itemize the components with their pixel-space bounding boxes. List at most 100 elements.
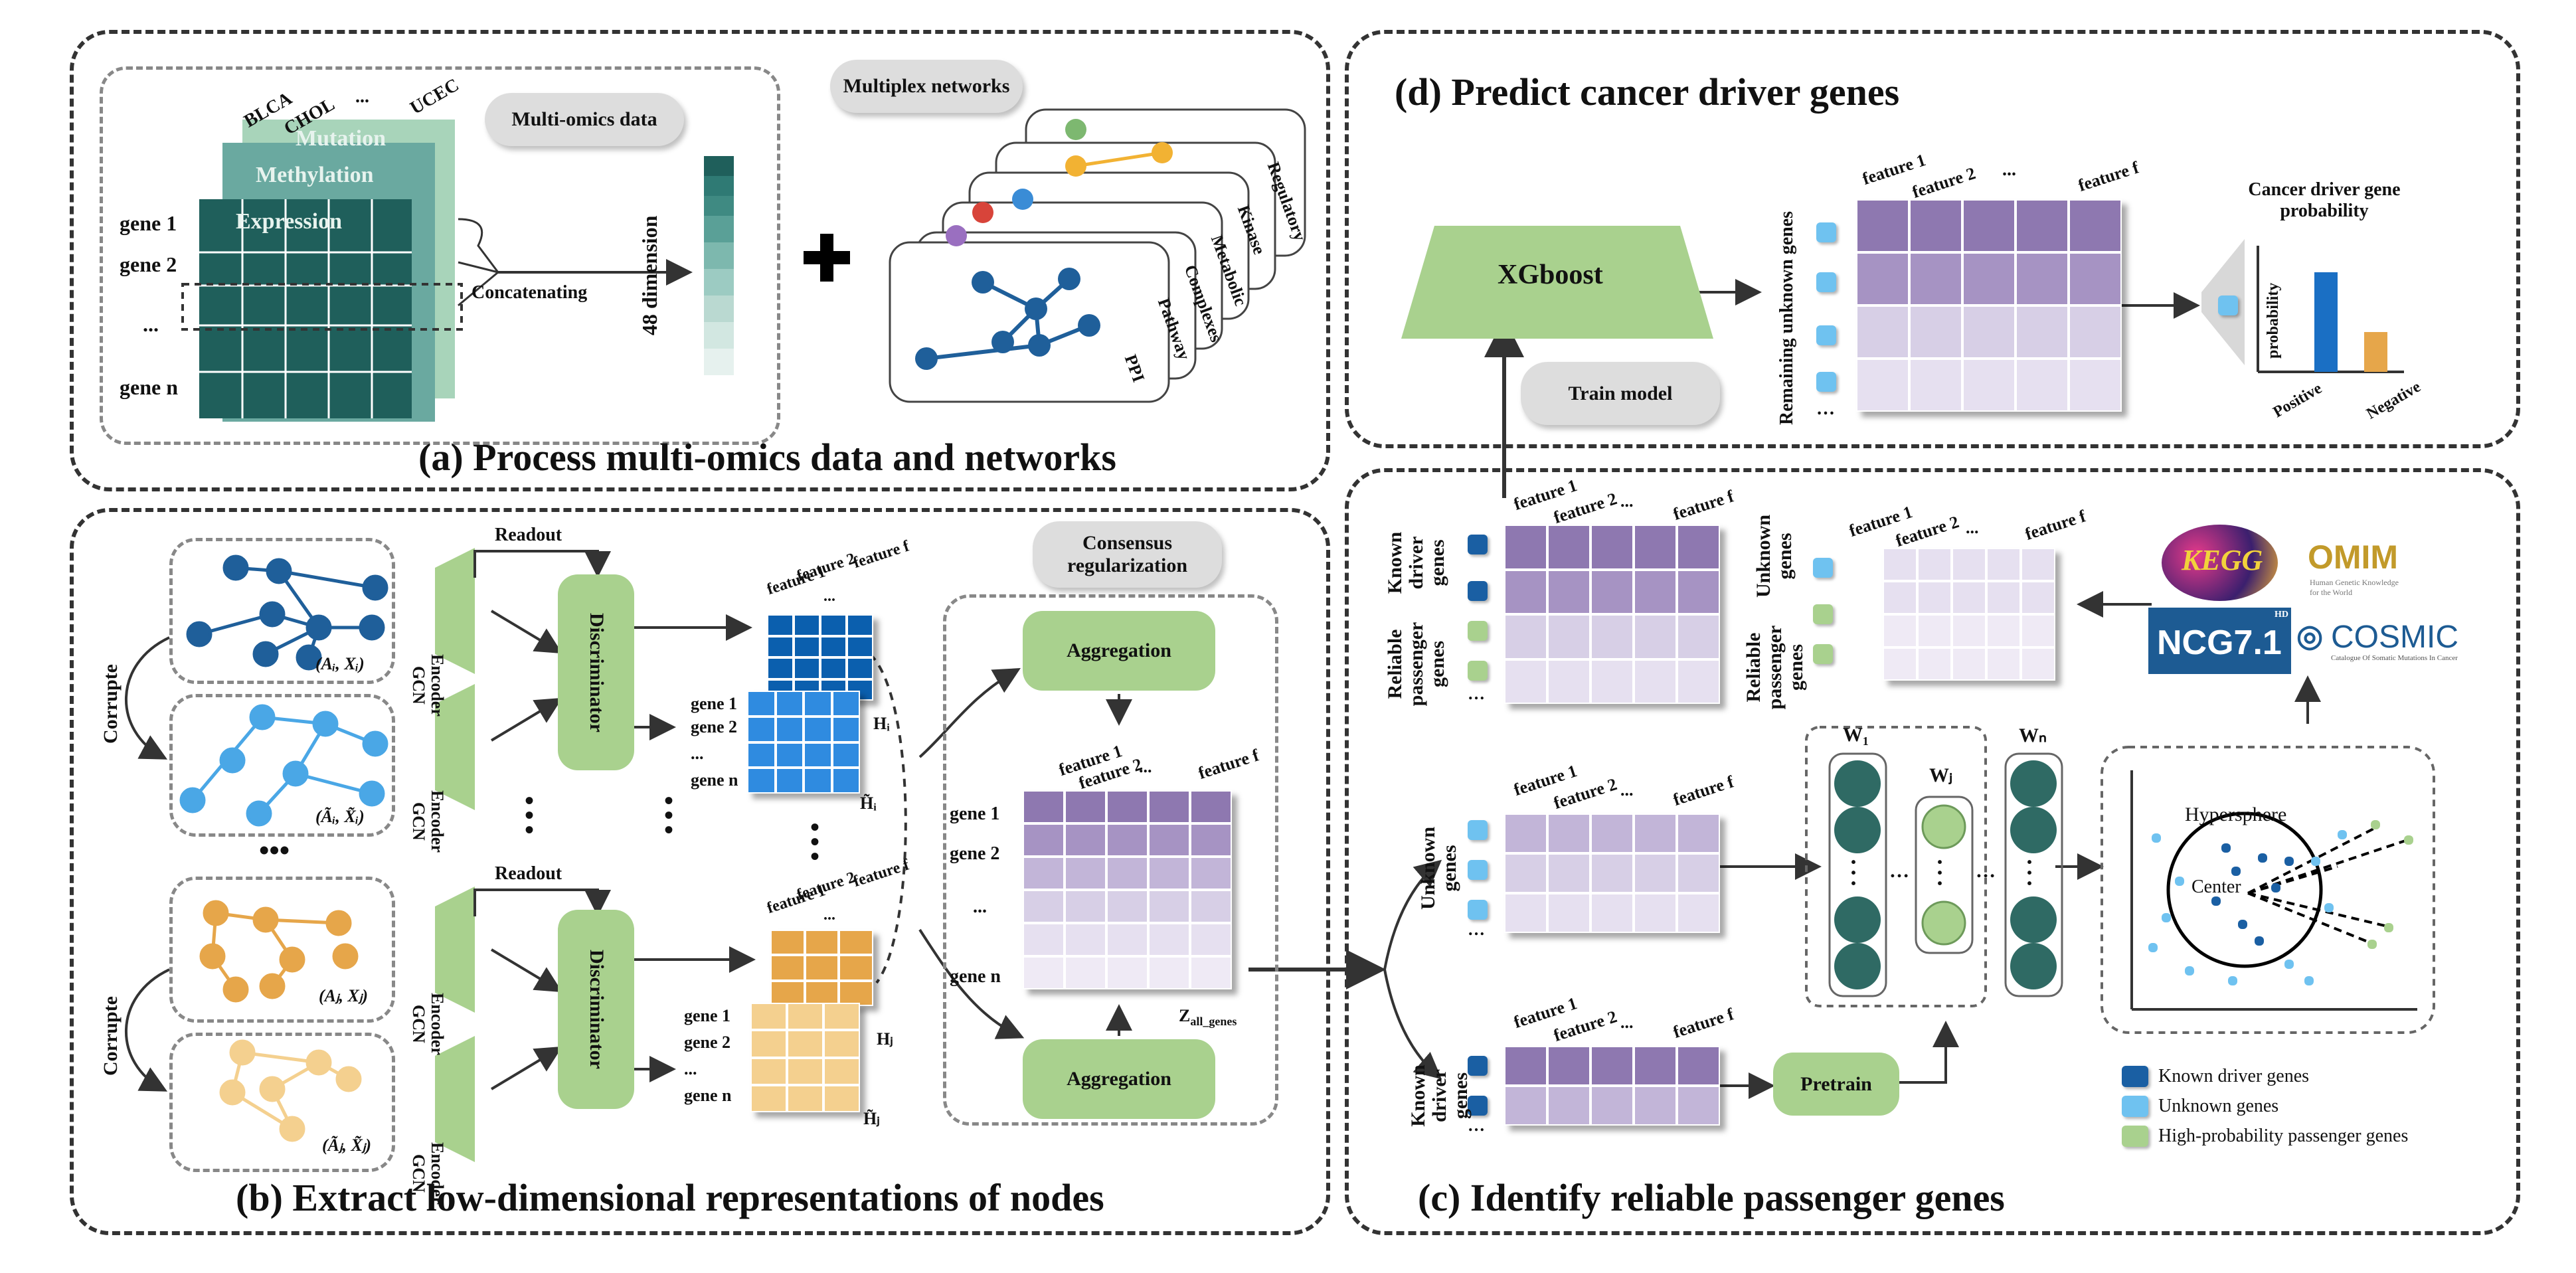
d-unknown-gene-1 — [1816, 222, 1836, 242]
hypersphere-label: Hypersphere — [2185, 804, 2287, 825]
hi-gene-1: gene 1 — [691, 694, 738, 713]
known-driver-genes-label-2: Known driver genes — [1407, 1064, 1472, 1127]
known-driver-genes-label-1: Known driver genes — [1384, 531, 1448, 594]
xgboost-shape — [1401, 226, 1713, 339]
hi-gene-n: gene n — [691, 770, 738, 790]
kegg-logo — [2162, 525, 2278, 601]
legend-known-label: Known driver genes — [2158, 1066, 2310, 1086]
c-known-1 — [1468, 1056, 1488, 1076]
omim-text: OMIM — [2308, 539, 2399, 576]
unknown-genes-label-mid: Unknown genes — [1417, 826, 1460, 910]
z-label: Zall_genes — [1179, 1006, 1237, 1029]
panel-a — [70, 30, 1330, 491]
matrix-h-i — [767, 614, 873, 701]
cosmic-sub: Catalogue Of Somatic Mutations In Cancer — [2331, 654, 2458, 662]
dots-vertical-2: ••• — [664, 786, 674, 845]
legend-swatch-known — [2122, 1066, 2148, 1087]
pretrain-box: Pretrain — [1773, 1053, 1899, 1116]
multi-omics-pill: Multi-omics data — [485, 93, 684, 146]
readout-label-1: Readout — [495, 525, 562, 545]
c-passenger-2 — [1468, 661, 1488, 681]
ncg-sup: HD — [2275, 610, 2288, 620]
panel-b-title: (b) Extract low-dimensional representati… — [236, 1176, 1104, 1219]
c-known-2 — [1468, 1096, 1488, 1116]
center-label: Center — [2191, 877, 2241, 897]
panel-b — [70, 508, 1330, 1235]
dimension-bar — [704, 156, 734, 375]
multiplex-networks-pill: Multiplex networks — [830, 60, 1023, 113]
cancer-type-ellipsis: ... — [355, 86, 369, 107]
z-feature-ellipsis: ... — [1139, 757, 1152, 776]
panel-a-title: (a) Process multi-omics data and network… — [418, 436, 1116, 479]
c-out-passenger-2 — [1813, 644, 1833, 664]
d-feature-ellipsis: ... — [2002, 159, 2016, 180]
d-unknown-gene-2 — [1816, 272, 1836, 292]
matrix-c-output — [1883, 548, 2055, 681]
c-out-passenger-1 — [1813, 604, 1833, 624]
legend-passenger-label: High-probability passenger genes — [2158, 1126, 2409, 1146]
legend-unknown-label: Unknown genes — [2158, 1096, 2279, 1116]
c-train-ellipsis: … — [1468, 684, 1485, 703]
discriminator-1: Discriminator — [558, 574, 634, 770]
c-unknown-ellipsis: … — [1468, 920, 1485, 939]
graph-box-1 — [169, 538, 395, 684]
hj-gene-2: gene 2 — [684, 1033, 731, 1052]
encoders — [435, 548, 475, 1162]
z-gene-2: gene 2 — [950, 843, 1000, 864]
consensus-pill: Consensus regularization — [1033, 521, 1222, 588]
dots-vertical-3: ••• — [810, 812, 820, 871]
hi-gene-2: gene 2 — [691, 717, 738, 736]
layer-expression: Expression — [236, 209, 342, 234]
graph-1-corrupted — [179, 704, 388, 827]
prob-input-gene — [2218, 296, 2238, 315]
matrix-h-j — [770, 930, 873, 1006]
dots-vertical-1: ••• — [525, 786, 535, 845]
kegg-text: KEGG — [2182, 544, 2263, 576]
panel-d — [1345, 30, 2520, 448]
panel-c — [1345, 468, 2520, 1235]
graph-label-2: (Ãᵢ, X̃ᵢ) — [315, 807, 365, 826]
panel-a-omics-box — [100, 66, 780, 445]
c-known-driver-1 — [1468, 535, 1488, 554]
c-unknown-3 — [1468, 900, 1488, 920]
hj-gene-1: gene 1 — [684, 1006, 731, 1025]
c-out-unknown-1 — [1813, 558, 1833, 578]
z-gene-1: gene 1 — [950, 804, 1000, 824]
ncg-text: NCG7.1 — [2157, 624, 2282, 662]
c-unknown-2 — [1468, 860, 1488, 880]
reliable-passenger-label-2: Reliable passenger genes — [1743, 625, 1807, 710]
c-known-ellipsis: … — [1468, 1116, 1485, 1135]
matrix-c-unknown — [1504, 813, 1720, 933]
d-ellipsis: … — [1816, 398, 1835, 419]
graph-label-4: (Ãⱼ, X̃ⱼ) — [322, 1136, 372, 1155]
graph-label-3: (Aⱼ, Xⱼ) — [319, 986, 369, 1005]
corrupte-label-1: Corrupte — [100, 664, 122, 744]
graph-box-4 — [169, 1033, 395, 1172]
neural-network — [1805, 726, 2063, 1007]
unknown-genes-label-top: Unknown genes — [1753, 514, 1796, 598]
d-unknown-gene-4 — [1816, 372, 1836, 392]
label-h-tilde-j: H̃ⱼ — [863, 1109, 880, 1128]
nn-dots-2: ··· — [2025, 849, 2034, 896]
cosmic-text: COSMIC — [2331, 620, 2458, 655]
gene-row-highlight — [181, 283, 463, 331]
label-h-j: Hⱼ — [877, 1029, 893, 1049]
dots-between-graphs: ••• — [259, 834, 290, 867]
graph-j — [199, 900, 359, 1003]
panel-c-title: (c) Identify reliable passenger genes — [1418, 1176, 2005, 1219]
matrix-z — [1023, 790, 1232, 989]
b-feature-ellipsis-bottom: ... — [823, 906, 835, 924]
nn-hdots-2: … — [1976, 860, 1996, 882]
network-card-stack — [889, 108, 1306, 403]
gene-2-label: gene 2 — [120, 252, 177, 276]
readout-label-2: Readout — [495, 863, 562, 884]
graph-box-2 — [169, 694, 395, 837]
aggregation-bottom: Aggregation — [1023, 1039, 1215, 1119]
c-known-driver-2 — [1468, 581, 1488, 601]
nn-dots-1: ··· — [1849, 849, 1858, 896]
label-h-tilde-i: H̃ᵢ — [860, 794, 877, 813]
